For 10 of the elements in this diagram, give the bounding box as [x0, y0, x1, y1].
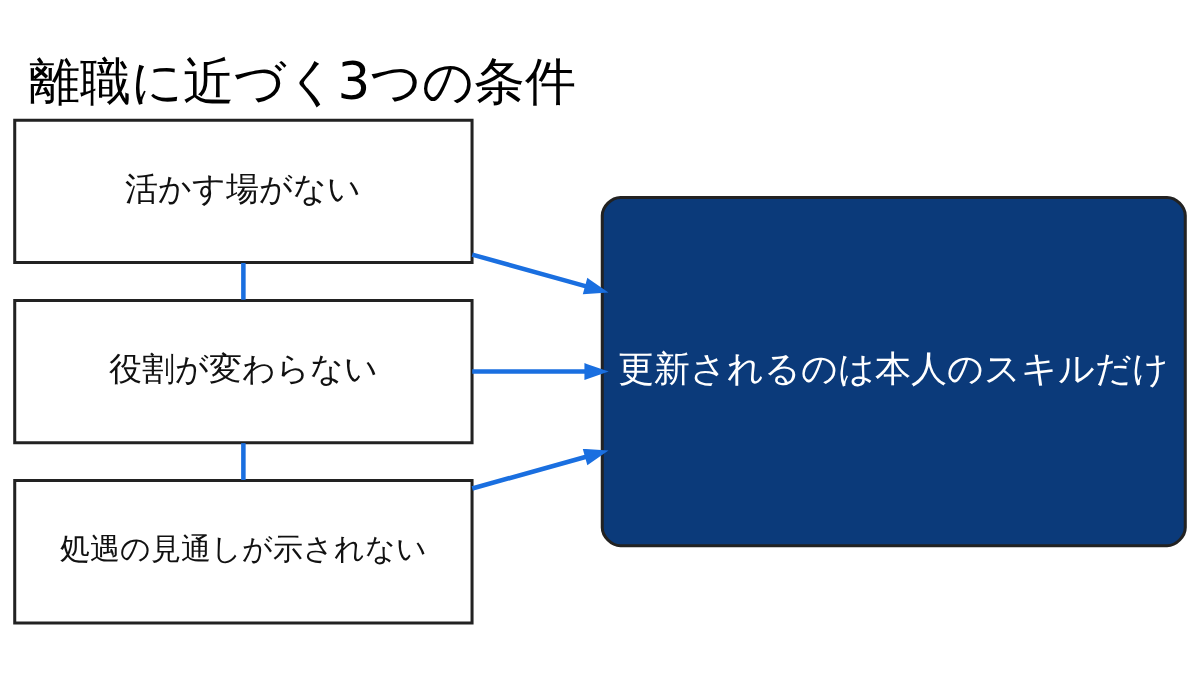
node-box: 処遇の見通しが示されない [13, 479, 474, 625]
diagram-title: 離職に近づく3つの条件 [28, 51, 577, 112]
arrow [472, 363, 609, 381]
node-box: 更新されるのは本人のスキルだけ [600, 195, 1187, 548]
node-box: 活かす場がない [13, 118, 474, 265]
connector [241, 262, 246, 300]
arrow [471, 252, 609, 295]
arrow [471, 448, 609, 491]
connector [241, 443, 246, 480]
node-box: 役割が変わらない [13, 298, 474, 445]
